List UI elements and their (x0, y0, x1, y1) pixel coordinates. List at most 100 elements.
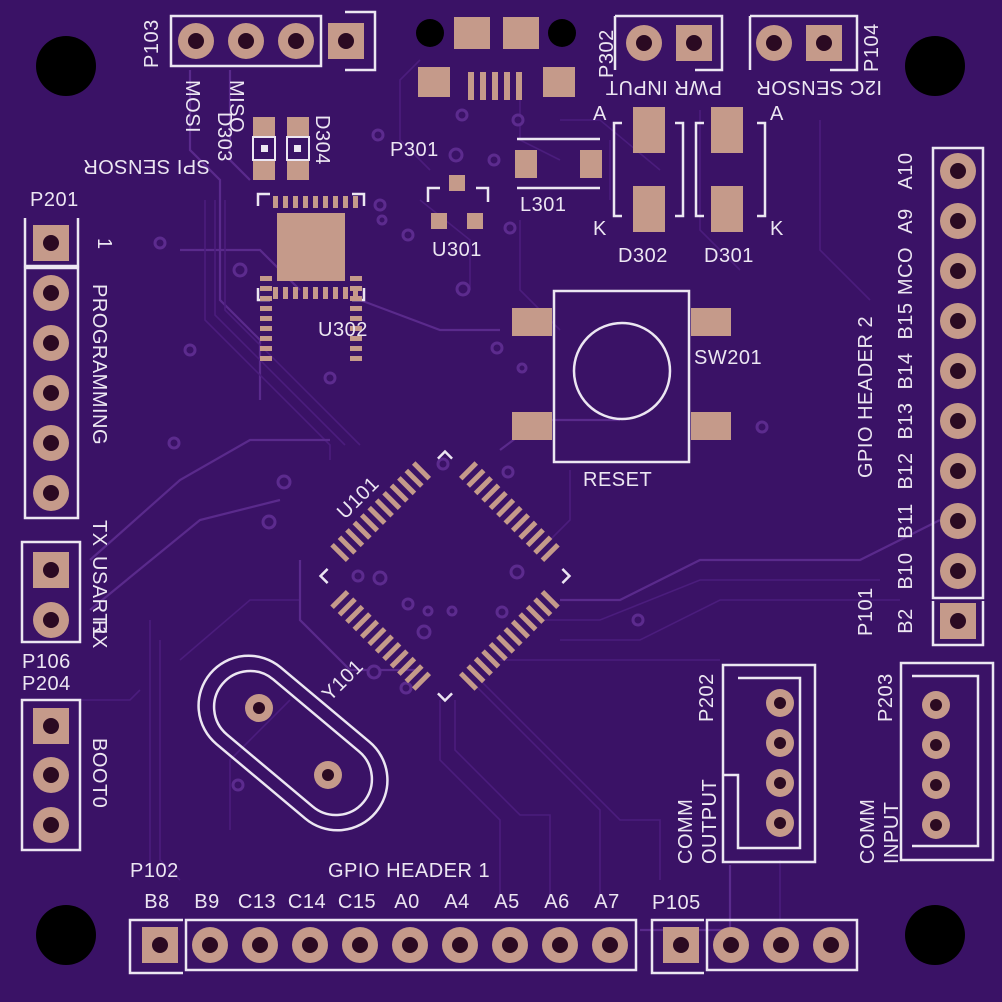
usb-connector-footprint (416, 17, 576, 100)
tx-label: TX (88, 520, 110, 547)
reset-button-sw201[interactable] (512, 289, 731, 464)
p202-connector (721, 663, 817, 864)
sensor-ic-u302 (256, 192, 366, 361)
p204-label: P204 (22, 673, 71, 695)
u302-pad (353, 287, 358, 299)
miso-label: MISO (225, 80, 247, 133)
u101-pad (510, 619, 531, 639)
p104-label: P104 (861, 23, 883, 72)
gpio1-pin-label: B8 (144, 891, 169, 913)
gpio2-pin-label: B10 (895, 552, 917, 589)
u301-label: U301 (432, 239, 482, 261)
u101-pad (330, 589, 350, 610)
u101-pad (382, 641, 402, 662)
u101-pad (411, 671, 432, 691)
u302-pad (343, 287, 348, 299)
d302-label: D302 (618, 245, 668, 267)
comm-input-line1: COMM (857, 799, 879, 864)
u302-label: U302 (318, 319, 368, 341)
u101-pad (389, 649, 409, 669)
p104-header (748, 14, 859, 72)
u302-pad (273, 196, 278, 208)
gpio2-pin-label: MCO (895, 247, 917, 295)
u302-pad (350, 326, 362, 331)
u302-pad (260, 356, 272, 361)
u101-pad (352, 612, 372, 632)
u302-pad (273, 287, 278, 299)
pin1-label: 1 (93, 238, 115, 250)
gpio1-pin-label: A7 (594, 891, 619, 913)
p105-label: P105 (652, 892, 701, 914)
u302-pad (333, 196, 338, 208)
sw201-label: SW201 (694, 347, 762, 369)
u101-pad (525, 528, 545, 548)
u101-pad (533, 597, 553, 617)
u302-pad (260, 306, 272, 311)
u101-pad (533, 535, 553, 555)
u302-pad (343, 196, 348, 208)
p103-header (169, 10, 377, 72)
comm-output-line1: COMM (675, 799, 697, 864)
p203-label: P203 (875, 673, 897, 722)
u101-pad (404, 664, 424, 684)
u101-pad (488, 641, 508, 662)
gpio2-pin-label: A9 (895, 208, 917, 233)
p301-label: P301 (390, 139, 439, 161)
u302-pad (333, 287, 338, 299)
u101-pad (481, 649, 501, 669)
u302-pad (303, 196, 308, 208)
p101-label: P101 (855, 587, 877, 636)
u101-pad (359, 513, 380, 533)
led-d304 (286, 117, 310, 180)
d304-label: D304 (311, 115, 333, 165)
gpio1-pin-label: A4 (444, 891, 469, 913)
gpio1-pin-label: A0 (394, 891, 419, 913)
u101-pad (473, 476, 493, 496)
gpio1-pin-label: B9 (194, 891, 219, 913)
p102-header (128, 918, 638, 975)
u101-pad (510, 513, 531, 533)
p106-header (20, 540, 82, 644)
u302-pad (260, 316, 272, 321)
u302-pad (293, 287, 298, 299)
u101-pad (330, 542, 350, 563)
u101-pad (337, 597, 357, 617)
u302-pad (293, 196, 298, 208)
u101-pad (488, 490, 508, 511)
u302-pad (283, 287, 288, 299)
u302-pad (260, 276, 272, 281)
u302-pad (260, 286, 272, 291)
u101-pad (540, 589, 560, 610)
gpio-header-2-label: GPIO HEADER 2 (855, 316, 877, 478)
gpio2-pin-label: B13 (895, 402, 917, 439)
u302-pad (313, 196, 318, 208)
u101-pad (525, 604, 545, 624)
reset-label: RESET (583, 469, 652, 491)
boot0-label: BOOT0 (88, 738, 110, 808)
u302-pad (323, 196, 328, 208)
u101-pad (411, 461, 432, 481)
programming-label: PROGRAMMING (88, 284, 110, 445)
u302-pad (260, 336, 272, 341)
p201-header (23, 218, 80, 520)
u302-pad (350, 316, 362, 321)
pwr-input-label: PWR INPUT (605, 76, 722, 98)
i2c-sensor-label: I2C SENSOR (756, 76, 882, 98)
d301-label: D301 (704, 245, 754, 267)
u101-pad (466, 468, 486, 488)
u101-pad (466, 664, 486, 684)
p103-label: P103 (141, 19, 163, 68)
gpio1-pin-label: C14 (288, 891, 326, 913)
anode-d302-label: A (593, 103, 607, 125)
diode-d301 (694, 107, 767, 232)
u101-pad (397, 656, 417, 676)
u101-pad (404, 468, 424, 488)
u101-pad (518, 520, 538, 540)
u101-pad (382, 490, 402, 511)
u302-pad (350, 336, 362, 341)
u101-pad (496, 634, 516, 654)
u101-pad (367, 505, 387, 525)
u101-pad (518, 612, 538, 632)
diode-d302 (612, 107, 685, 232)
